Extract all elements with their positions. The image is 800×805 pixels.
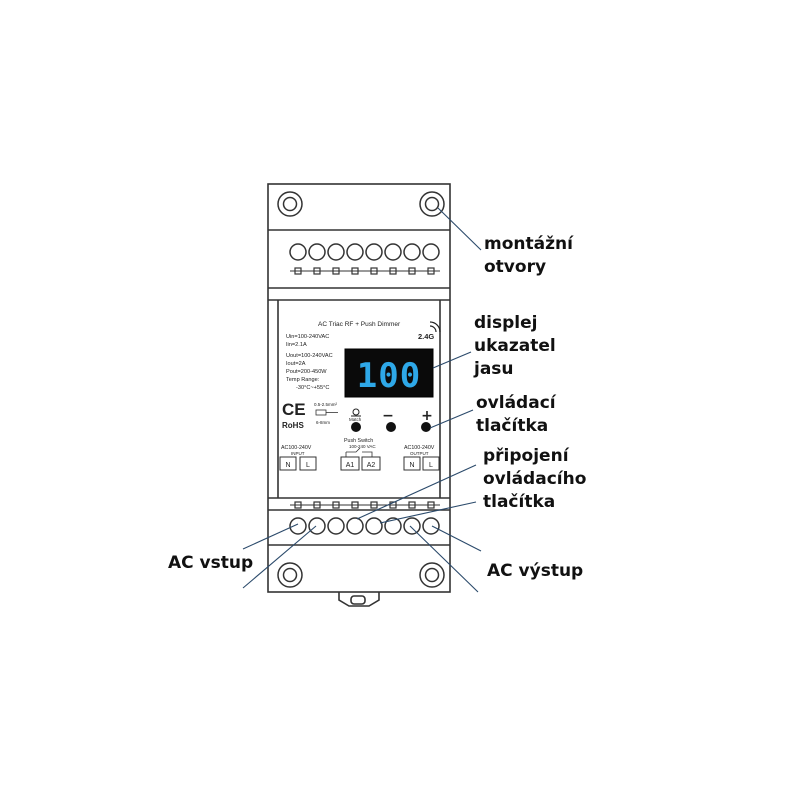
top-terminal-slots [290,267,440,275]
input-terminal-label: N [285,462,290,469]
terminal-screw [327,243,345,261]
match-button[interactable] [351,422,361,432]
brightness-value: 100 [357,356,421,396]
mounting-hole [277,191,303,217]
input-terminal-label: L [306,462,310,469]
callout-ac-input: AC vstup [168,553,254,573]
wireless-icon [429,321,441,333]
spec-line: -30°C~+55°C [296,385,329,391]
terminal-screw [289,517,307,535]
match-label: Match [349,417,362,422]
minus-symbol: − [382,408,394,424]
input-terminal [299,456,317,471]
rf-band-label: 2.4G [418,332,434,341]
push-terminal [340,456,360,471]
terminal-screw [289,243,307,261]
callout-line: tlačítka [483,492,556,512]
brightness-display [344,348,434,398]
mounting-hole [419,191,445,217]
callout-line: displej [474,313,538,333]
bottom-terminal-slots [290,501,440,509]
terminal-screw [384,517,402,535]
terminal-screw [422,517,440,535]
terminal-screw [403,243,421,261]
mounting-hole [277,562,303,588]
top-terminal-screws [289,243,440,261]
callout-line: ovládací [476,393,556,413]
wire-gauge-label: 0.5-2.5mm² [314,402,338,407]
leader-push-2 [379,501,477,524]
device-title: AC Triac RF + Push Dimmer [318,321,401,328]
terminal-screw [308,243,326,261]
leader-mounting-holes [437,207,482,251]
ce-mark: CE [282,400,306,419]
leader-ac-input-2 [242,525,317,589]
push-terminal-label: A2 [367,462,376,469]
wire-strip-label: 6-8mm [316,420,330,425]
terminal-screw [403,517,421,535]
output-block-label: AC100-240V [404,445,435,451]
leader-ac-output-1 [431,525,482,552]
leader-ac-output-2 [409,525,479,593]
leader-buttons [429,409,474,429]
spec-line: Temp Range: [286,377,320,383]
callout-push-connection: připojení ovládacího tlačítka [483,445,586,514]
input-block-label: AC100-240V [281,445,312,451]
callout-line: tlačítka [476,416,549,436]
terminal-screw [327,517,345,535]
callout-line: ukazatel [474,336,556,356]
callout-line: montážní [484,234,573,254]
callout-mounting-holes: montážní otvory [484,233,573,279]
callout-buttons: ovládací tlačítka [476,392,556,438]
callout-ac-output: AC výstup [487,561,584,581]
leader-ac-input-1 [242,523,299,550]
terminal-screw [346,243,364,261]
output-block-sublabel: OUTPUT [410,451,429,456]
bottom-terminal-screws [289,517,440,535]
push-block-label: Push Switch [344,438,373,444]
callout-display: displej ukazatel jasu [474,312,556,381]
output-terminal [403,456,421,471]
output-terminal [422,456,440,471]
spec-line: Iin=2.1A [286,342,307,348]
leader-lines [242,207,482,593]
rohs-mark: RoHS [282,421,304,430]
callout-line: otvory [484,257,547,277]
callout-line: ovládacího [483,469,587,489]
terminal-screw [308,517,326,535]
callout-line: připojení [483,446,569,466]
terminal-screw [346,517,364,535]
callout-line: jasu [474,359,514,379]
spec-line: Iout=2A [286,361,306,367]
push-terminal [361,456,381,471]
terminal-screw [422,243,440,261]
minus-button[interactable] [386,422,396,432]
push-terminal-label: A1 [346,462,355,469]
mounting-hole [419,562,445,588]
wire-strip-icon [315,409,338,416]
spec-line: Uin=100-240VAC [286,334,329,340]
output-terminal-label: N [409,462,414,469]
terminal-screw [384,243,402,261]
plus-symbol: + [421,408,433,424]
leader-display [432,351,472,369]
leader-push-1 [356,464,477,520]
terminal-screw [365,243,383,261]
input-block-sublabel: INPUT [291,451,305,456]
plus-button[interactable] [421,422,431,432]
input-terminal [279,456,297,471]
push-block-sublabel: 100-240 VAC [349,444,376,449]
terminal-screw [365,517,383,535]
spec-line: Pout=200-450W [286,369,327,375]
match-icon [351,408,361,417]
output-terminal-label: L [429,462,433,469]
spec-line: Uout=100-240VAC [286,353,333,359]
